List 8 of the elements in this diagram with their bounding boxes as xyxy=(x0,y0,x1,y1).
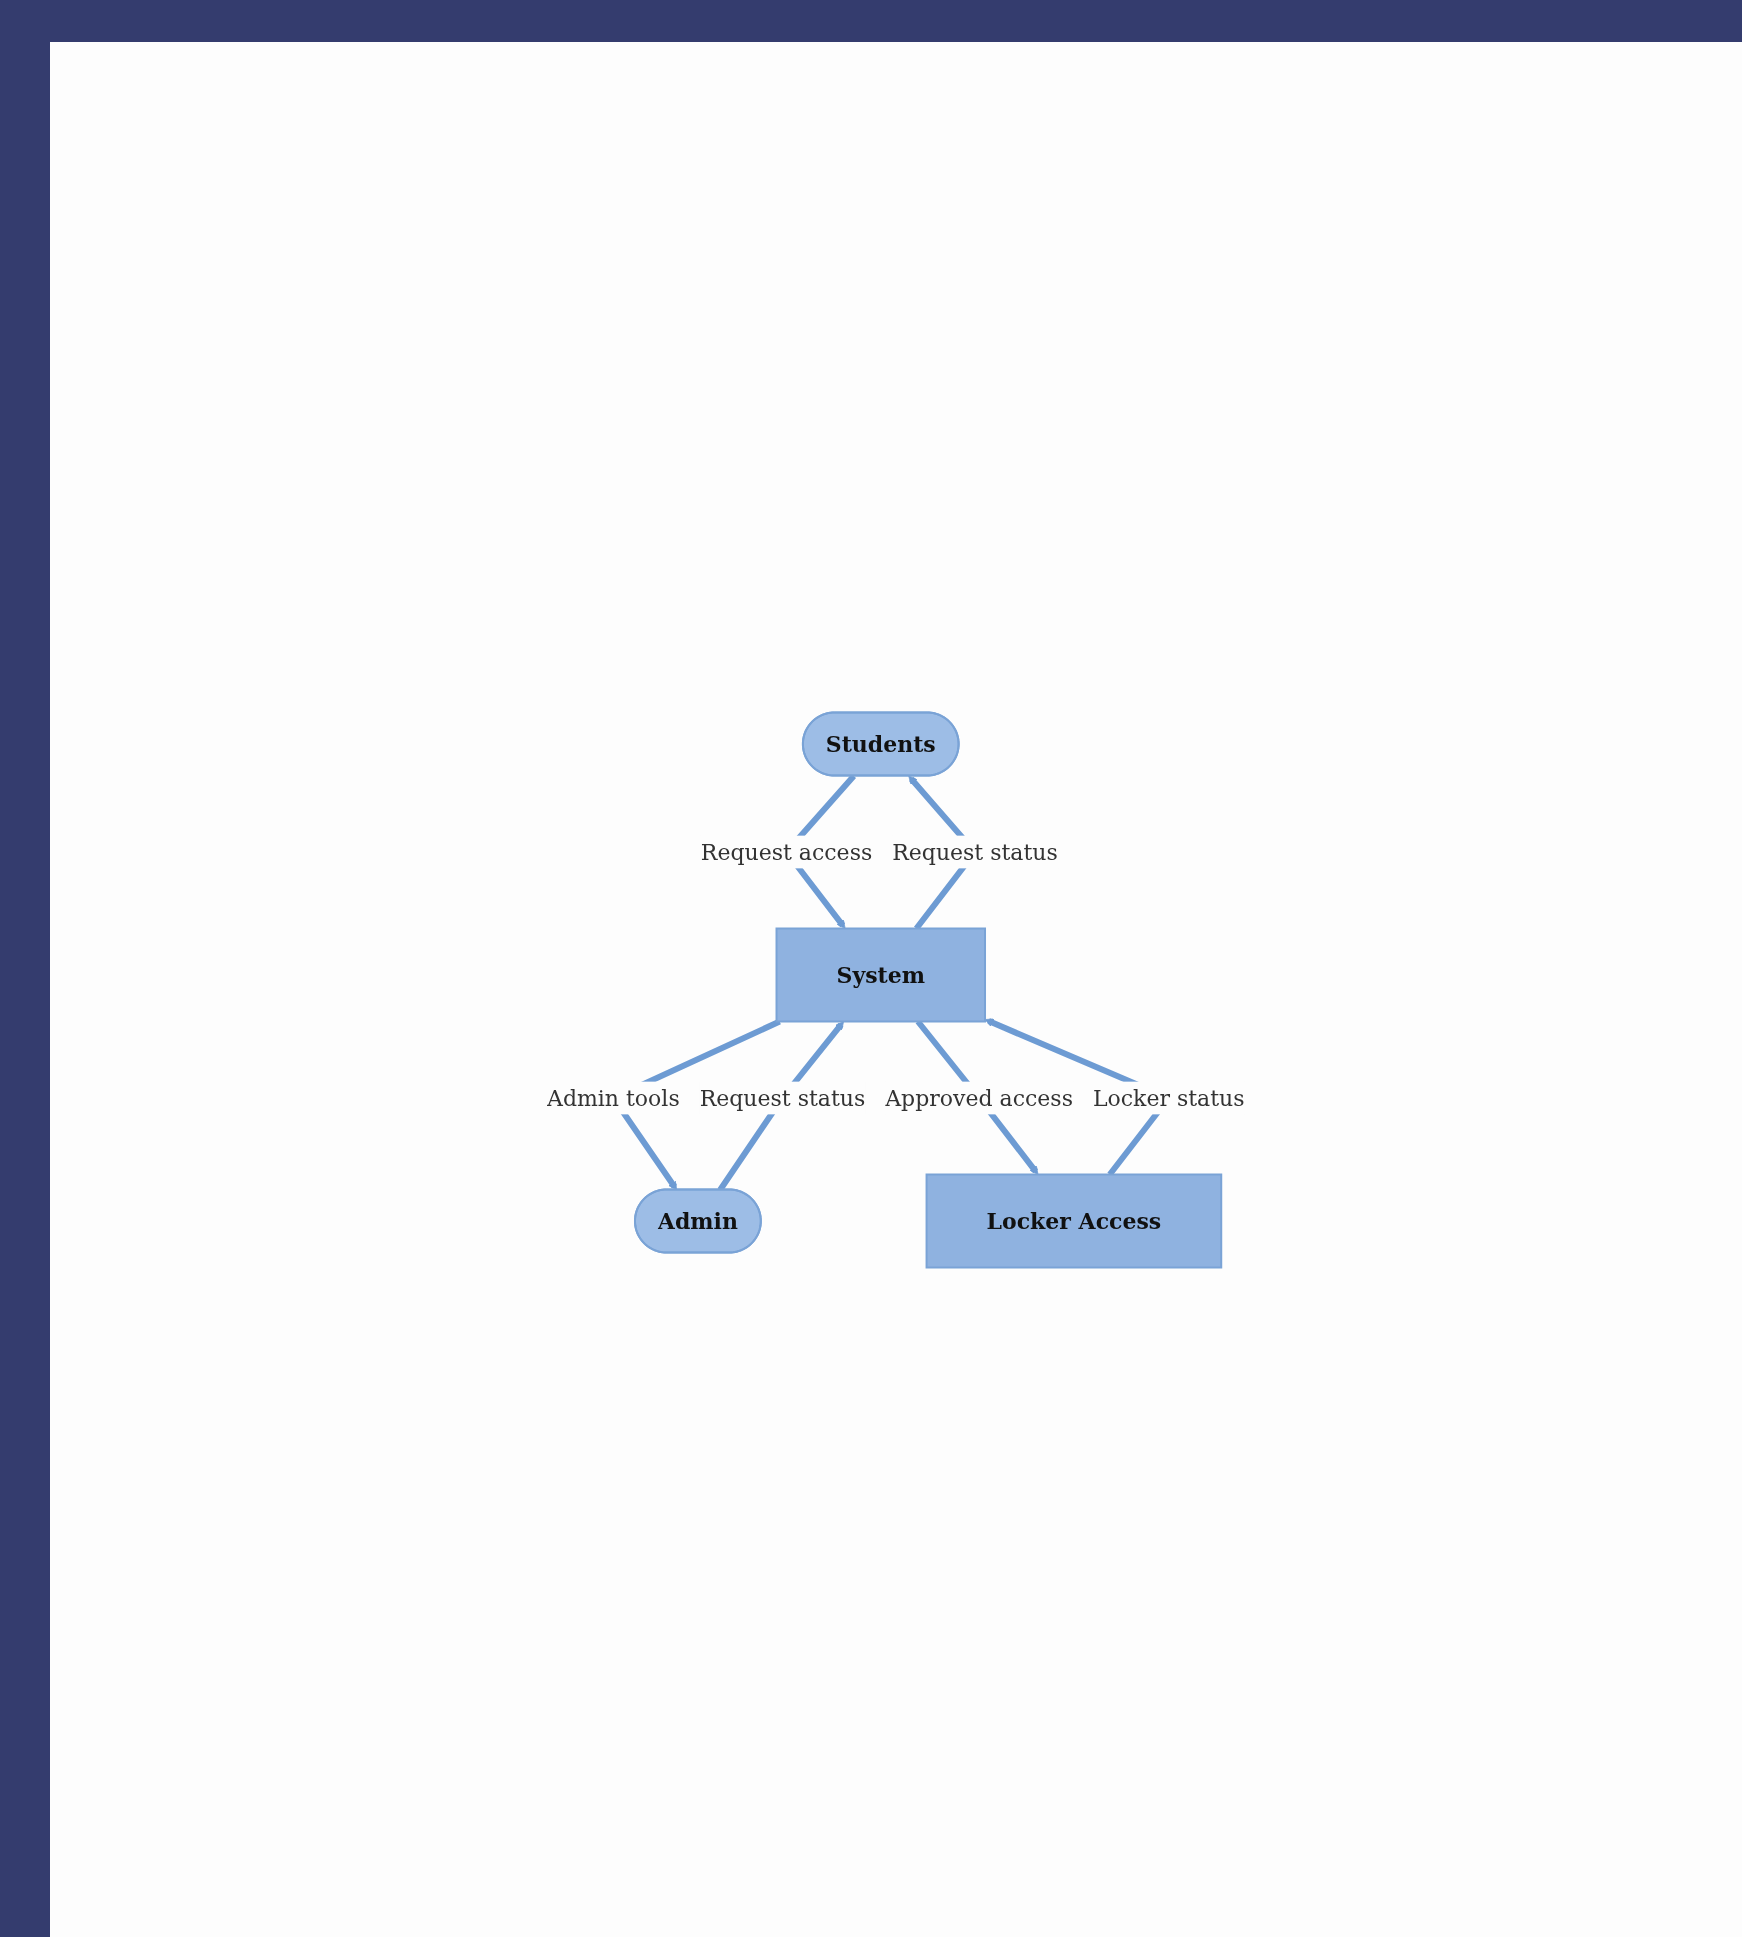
node-box: System xyxy=(775,927,987,1022)
edge-label: Approved access xyxy=(885,1085,1074,1110)
edge-label: Request access xyxy=(701,839,873,864)
edge-label: Admin tools xyxy=(547,1085,680,1110)
edge-label: Request status xyxy=(699,1085,866,1110)
edge-label: Request status xyxy=(892,839,1058,864)
node-box: Locker Access xyxy=(925,1173,1223,1268)
edge-label: Locker status xyxy=(1093,1085,1245,1110)
